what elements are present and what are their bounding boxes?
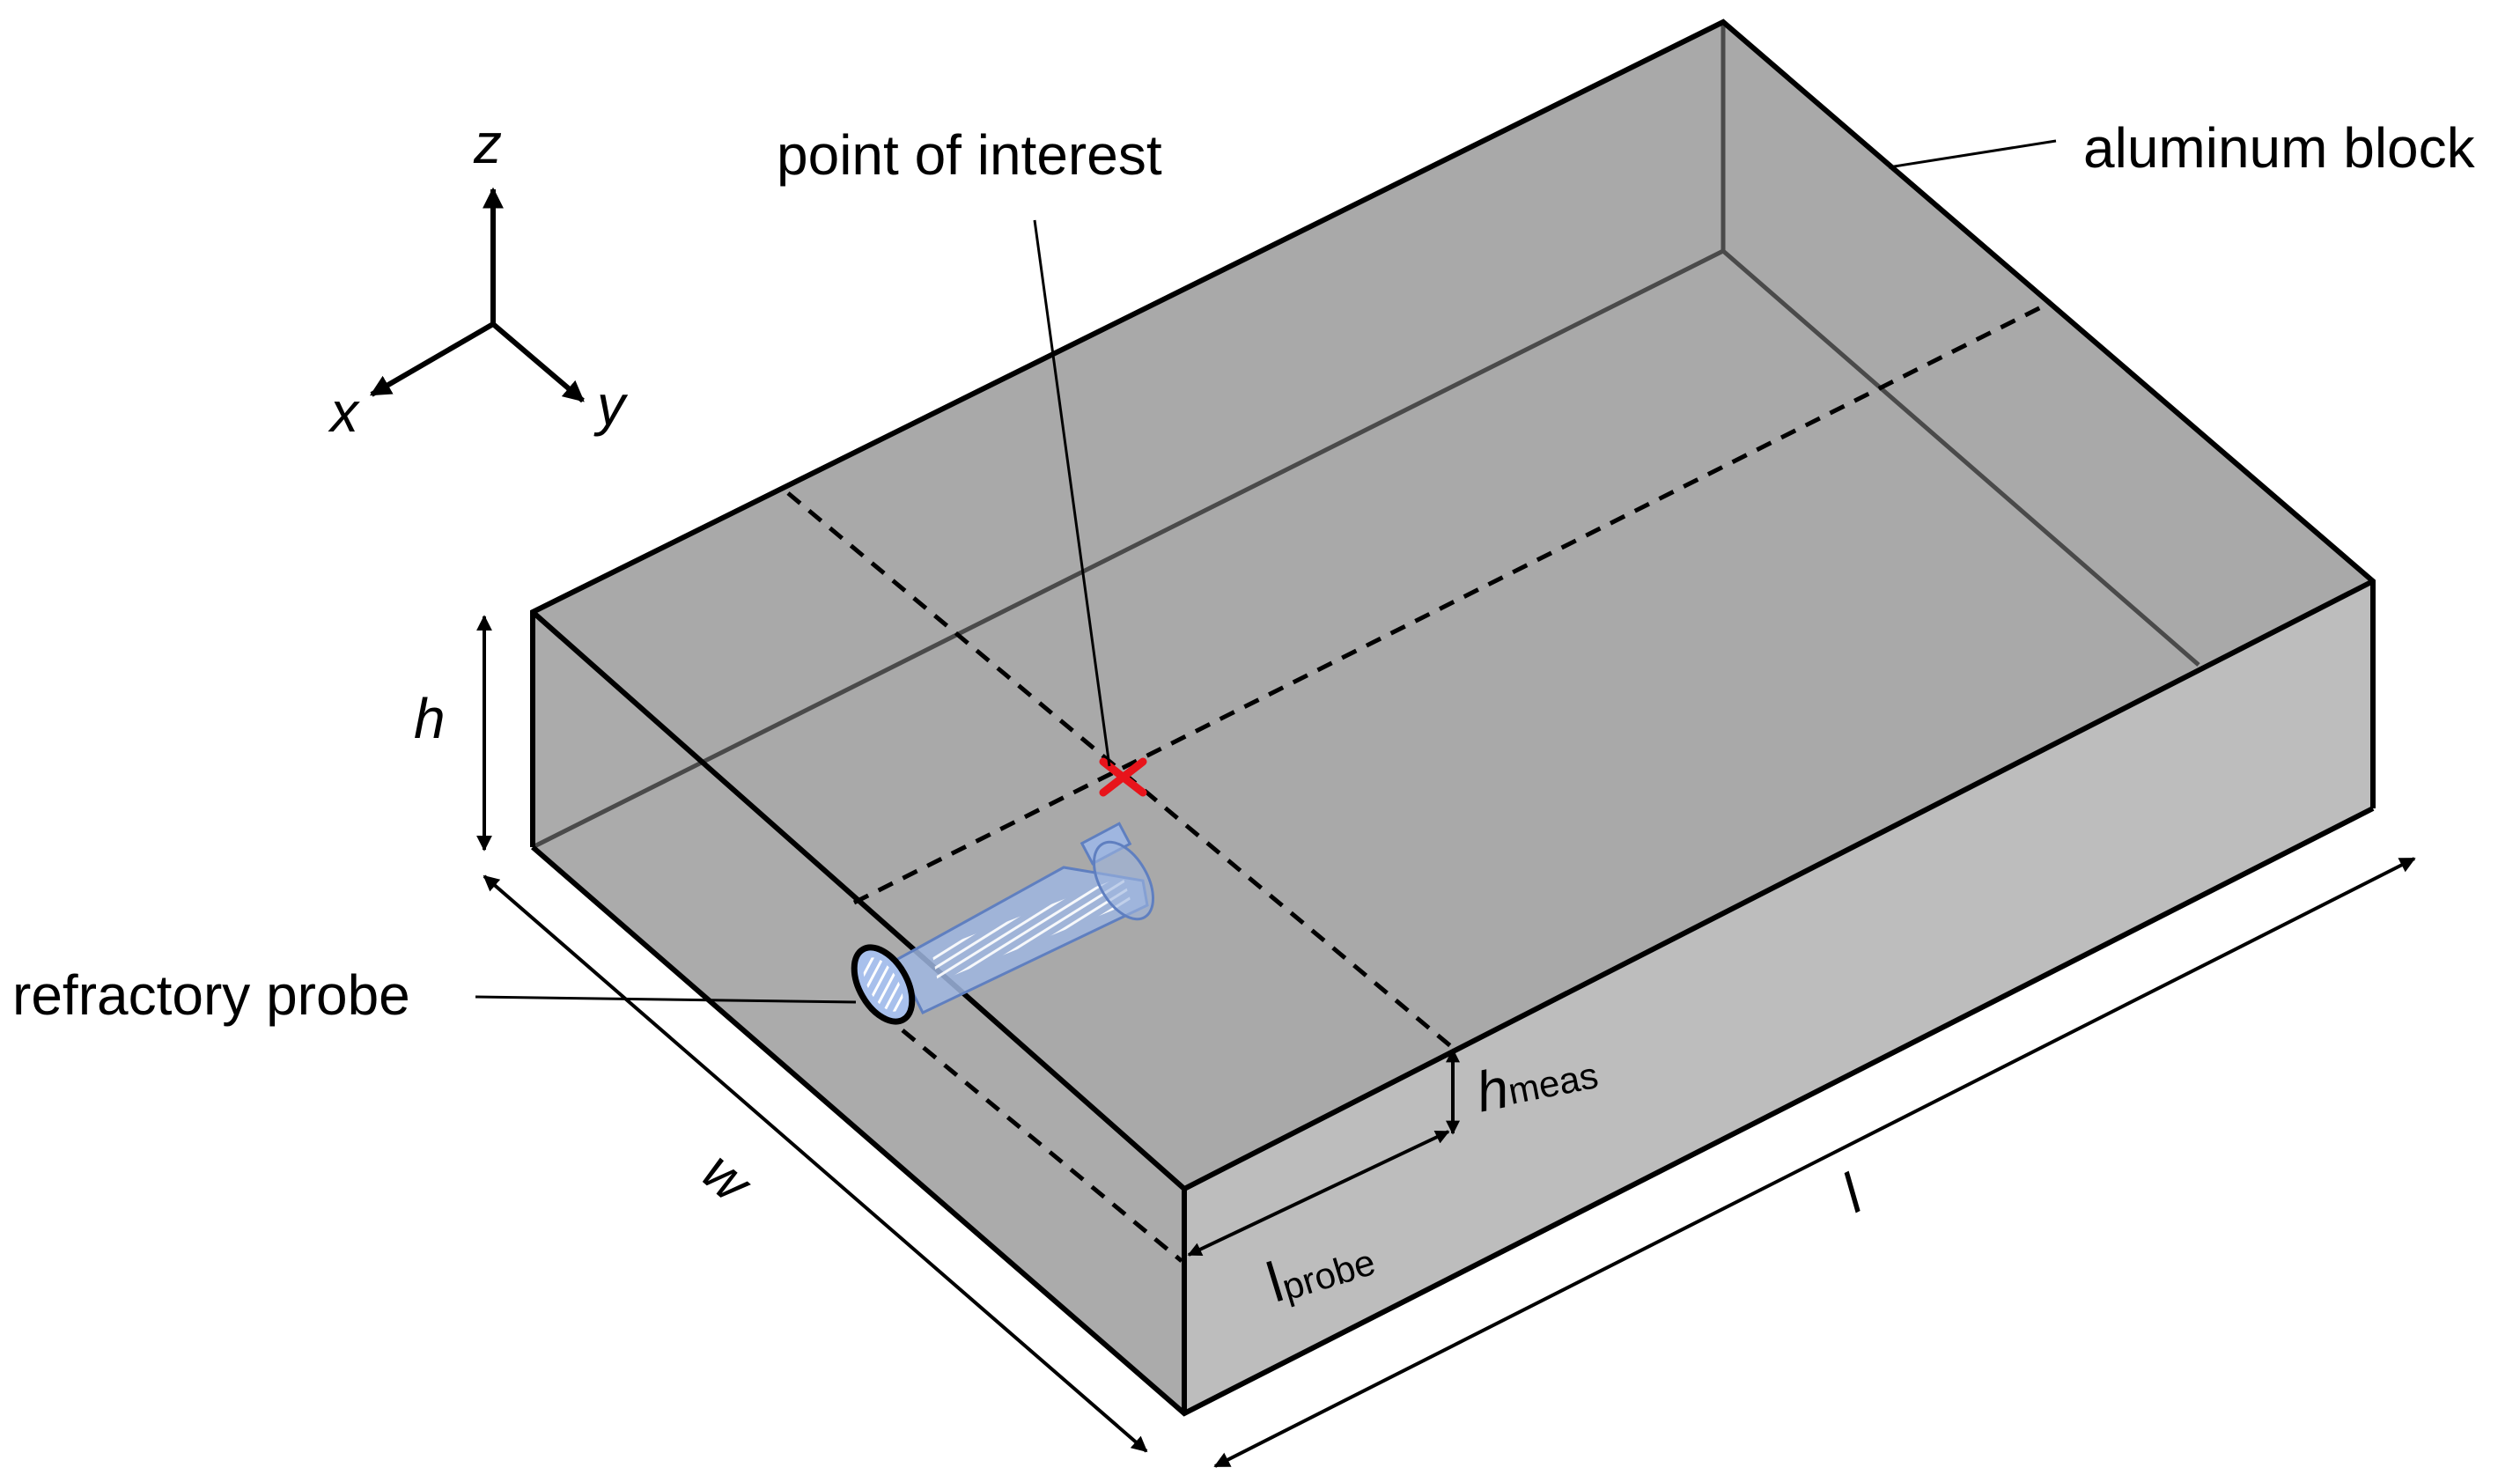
l-dimension-label: l (1831, 1162, 1873, 1224)
x-axis-label: x (328, 380, 360, 444)
aluminum-block-label: aluminum block (2083, 116, 2476, 180)
point-of-interest-label: point of interest (777, 123, 1162, 187)
z-axis-label: z (473, 112, 502, 175)
x-axis (369, 321, 495, 397)
y-axis (491, 321, 585, 403)
block-inner-edges (531, 22, 2200, 850)
coordinate-axes (369, 187, 585, 403)
w-dimension-arrow (483, 874, 1148, 1453)
l-dimension-arrow (1213, 857, 2416, 1468)
h-dimension-label: h (414, 687, 446, 750)
y-axis-label: y (593, 373, 629, 437)
l-probe-dimension-arrow (1187, 1130, 1450, 1257)
dimension-arrows (476, 615, 2416, 1468)
refractory-probe-label: refractory probe (12, 963, 410, 1027)
w-dimension-label: w (690, 1139, 765, 1216)
point-of-interest-marker (1099, 757, 1147, 797)
